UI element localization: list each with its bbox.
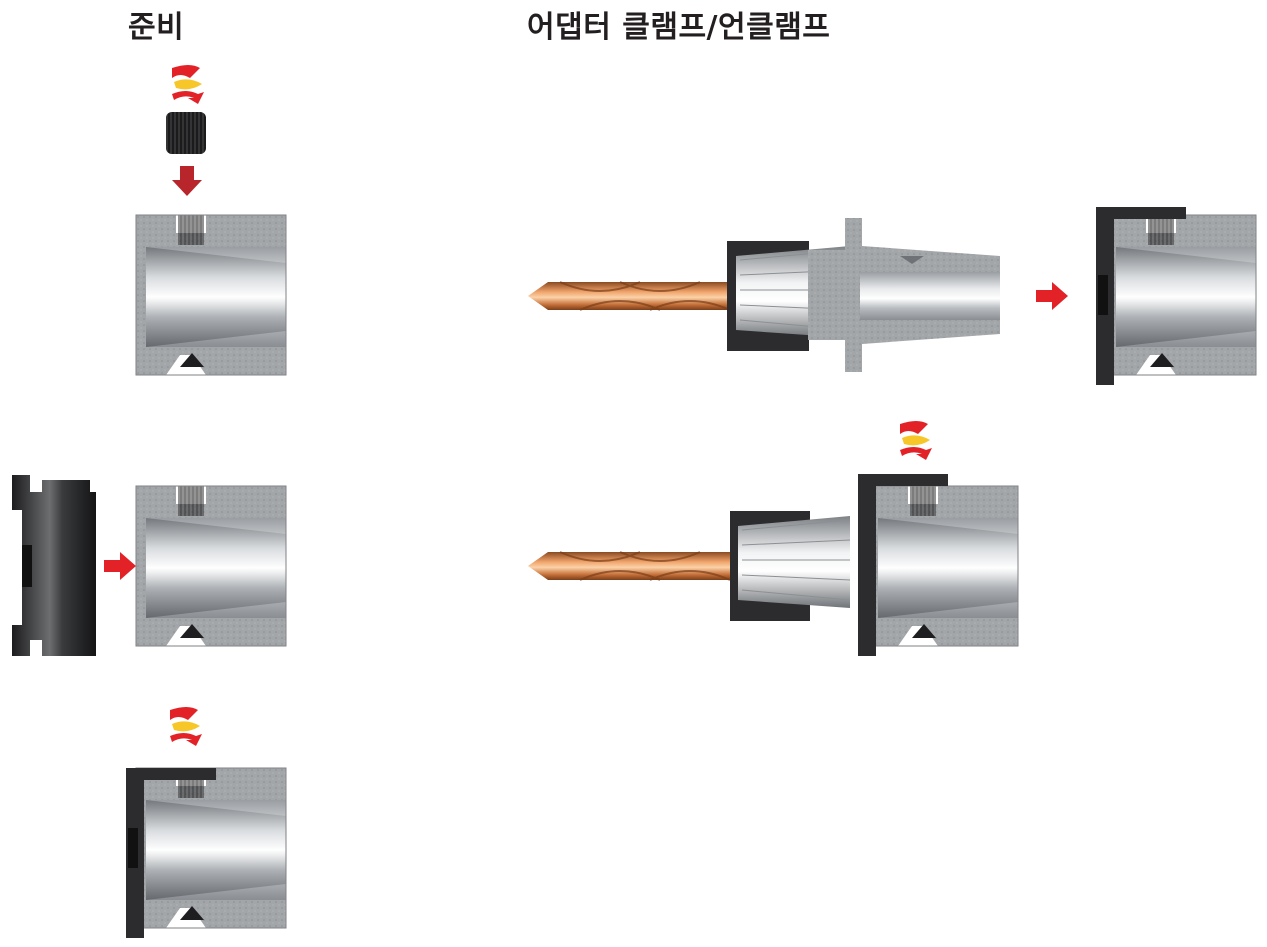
twist-rotate-icon — [172, 65, 204, 104]
adapter-body-step2 — [135, 485, 287, 647]
collet-chuck-holder-top — [727, 218, 1000, 372]
adapter-assembled-bottom — [858, 474, 1019, 656]
clamp-nut-open — [12, 475, 96, 656]
arrow-down-icon — [172, 166, 202, 196]
collet-chuck-holder-bottom — [730, 511, 851, 621]
arrow-right-icon — [1036, 282, 1068, 310]
set-screw — [166, 112, 206, 154]
drill-bit-bottom — [528, 551, 740, 581]
arrow-right-icon — [104, 552, 136, 580]
preparation-heading: 준비 — [128, 10, 185, 45]
twist-rotate-icon — [170, 707, 202, 746]
clamp-unclamp-heading: 어댑터 클램프/언클램프 — [527, 10, 831, 45]
twist-rotate-icon — [900, 421, 932, 460]
adapter-body-step1 — [135, 214, 287, 376]
adapter-result-top — [1096, 207, 1257, 385]
drill-bit-top — [528, 281, 740, 311]
adapter-with-nut-step3 — [126, 767, 287, 938]
